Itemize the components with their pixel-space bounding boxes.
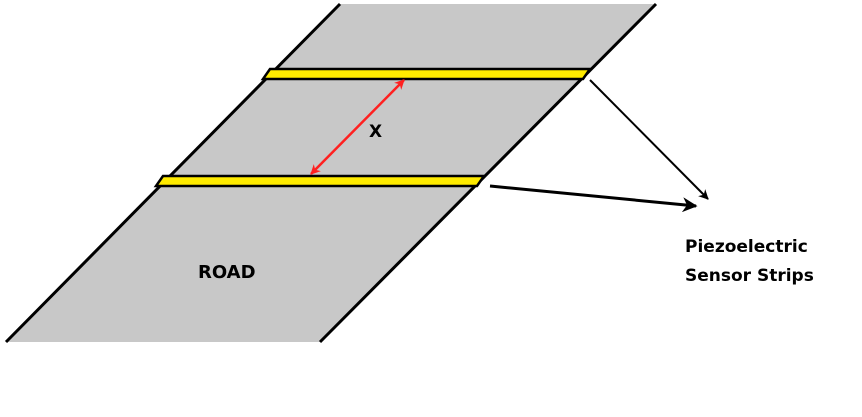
sensor-label-line1: Piezoelectric	[685, 237, 808, 257]
sensor-label-line2: Sensor Strips	[685, 266, 814, 286]
distance-label: X	[369, 122, 382, 142]
sensor-strip-upper	[260, 67, 593, 81]
road-left-edge	[4, 2, 342, 344]
road-label: ROAD	[198, 262, 256, 283]
road-surface	[6, 4, 656, 342]
sensor-strip-lower	[153, 174, 487, 188]
pointer-arrow-upper	[589, 79, 709, 200]
road-right-edge	[318, 2, 658, 344]
pointer-arrow-lower	[489, 184, 698, 213]
distance-arrow	[310, 79, 405, 175]
